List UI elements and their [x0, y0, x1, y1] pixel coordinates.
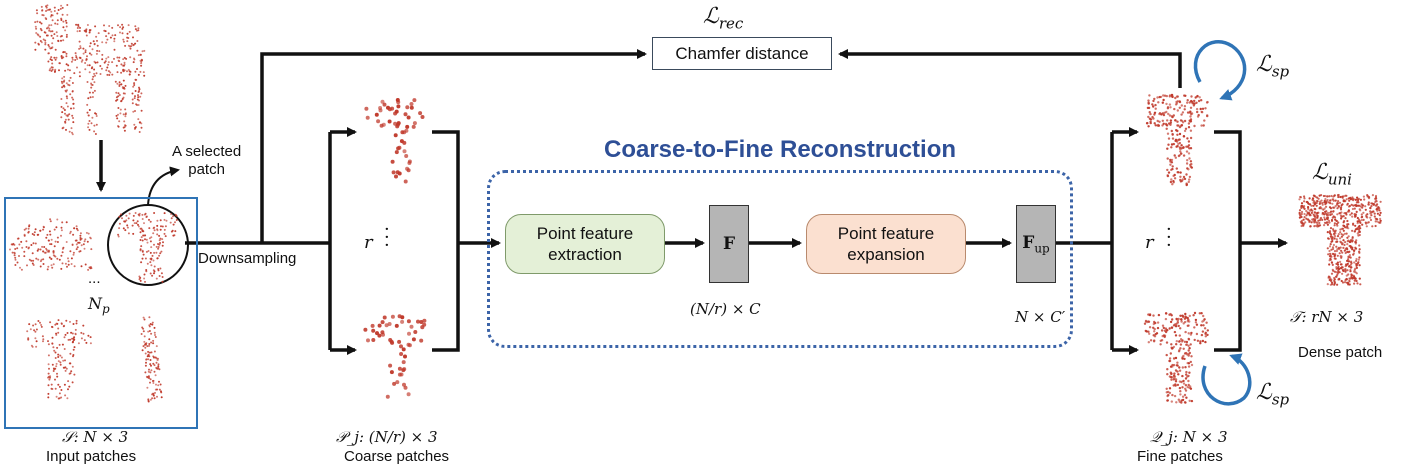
fine-to-chamfer-arrow — [838, 49, 1182, 88]
sp-loss-bottom-label: ℒsp — [1256, 380, 1290, 409]
coarse-patch-top — [364, 98, 425, 184]
feature-Fup-block: Fup — [1016, 205, 1056, 283]
selected-patch-arrow — [147, 166, 180, 206]
fine-patch-top — [1145, 93, 1209, 187]
point-feature-expansion-box: Point feature expansion — [806, 214, 966, 274]
input-patch-selected — [117, 212, 178, 283]
r-coarse-dots: ··· — [384, 219, 390, 257]
r-coarse-label: r — [364, 232, 373, 253]
feature-F-label: F — [722, 234, 736, 254]
r-fine-dots: ··· — [1166, 219, 1172, 257]
fine-patch-bottom — [1143, 311, 1210, 404]
chamfer-distance-box: Chamfer distance — [652, 37, 832, 70]
input-patch-3 — [26, 319, 92, 400]
camel-point-cloud — [34, 4, 146, 136]
coarse-to-fine-title: Coarse-to-Fine Reconstruction — [603, 136, 957, 163]
dim-Fup-label: N × C′ — [1015, 308, 1066, 326]
coarse-set-label: 𝒫_j: (N/r) × 3 — [336, 428, 438, 446]
sp-loss-bottom-arrow — [1201, 353, 1252, 406]
uni-loss-label: ℒuni — [1312, 160, 1352, 189]
coarse-patch-bottom — [363, 314, 427, 399]
fine-caption: Fine patches — [1137, 448, 1223, 465]
input-patches-frame — [4, 197, 198, 429]
input-set-label: 𝒮: N × 3 — [62, 428, 129, 446]
fine-merge-bracket — [1214, 130, 1242, 352]
point-feature-extraction-box: Point feature extraction — [505, 214, 665, 274]
fine-set-label: 𝒬_j: N × 3 — [1150, 428, 1228, 446]
input-caption: Input patches — [46, 448, 137, 465]
chamfer-label: Chamfer distance — [675, 43, 809, 63]
point-clouds — [9, 4, 1382, 404]
dense-caption: Dense patch — [1298, 344, 1383, 361]
downsampling-label: Downsampling — [198, 250, 297, 267]
input-patch-4 — [140, 316, 163, 403]
input-to-chamfer-arrow — [260, 49, 647, 243]
input-patch-1 — [9, 218, 93, 271]
sp-loss-top-arrow — [1193, 40, 1247, 101]
ellipsis-label: ... — [88, 270, 101, 287]
selected-patch-circle — [107, 204, 189, 286]
rec-loss-label: ℒrec — [703, 4, 744, 33]
extraction-label: Point feature extraction — [536, 223, 634, 264]
expansion-label: Point feature expansion — [837, 223, 935, 264]
coarse-merge-bracket — [432, 130, 460, 352]
dim-F-label: (N/r) × C — [690, 300, 761, 318]
sp-loss-top-label: ℒsp — [1256, 52, 1290, 81]
coarse-caption: Coarse patches — [344, 448, 450, 465]
feature-F-block: F — [709, 205, 749, 283]
r-fine-label: r — [1145, 232, 1154, 253]
dense-patch — [1298, 193, 1382, 286]
dense-set-label: 𝒯: rN × 3 — [1290, 308, 1364, 326]
num-patches-label: Np — [88, 294, 110, 317]
coarse-to-fine-frame — [487, 170, 1073, 348]
